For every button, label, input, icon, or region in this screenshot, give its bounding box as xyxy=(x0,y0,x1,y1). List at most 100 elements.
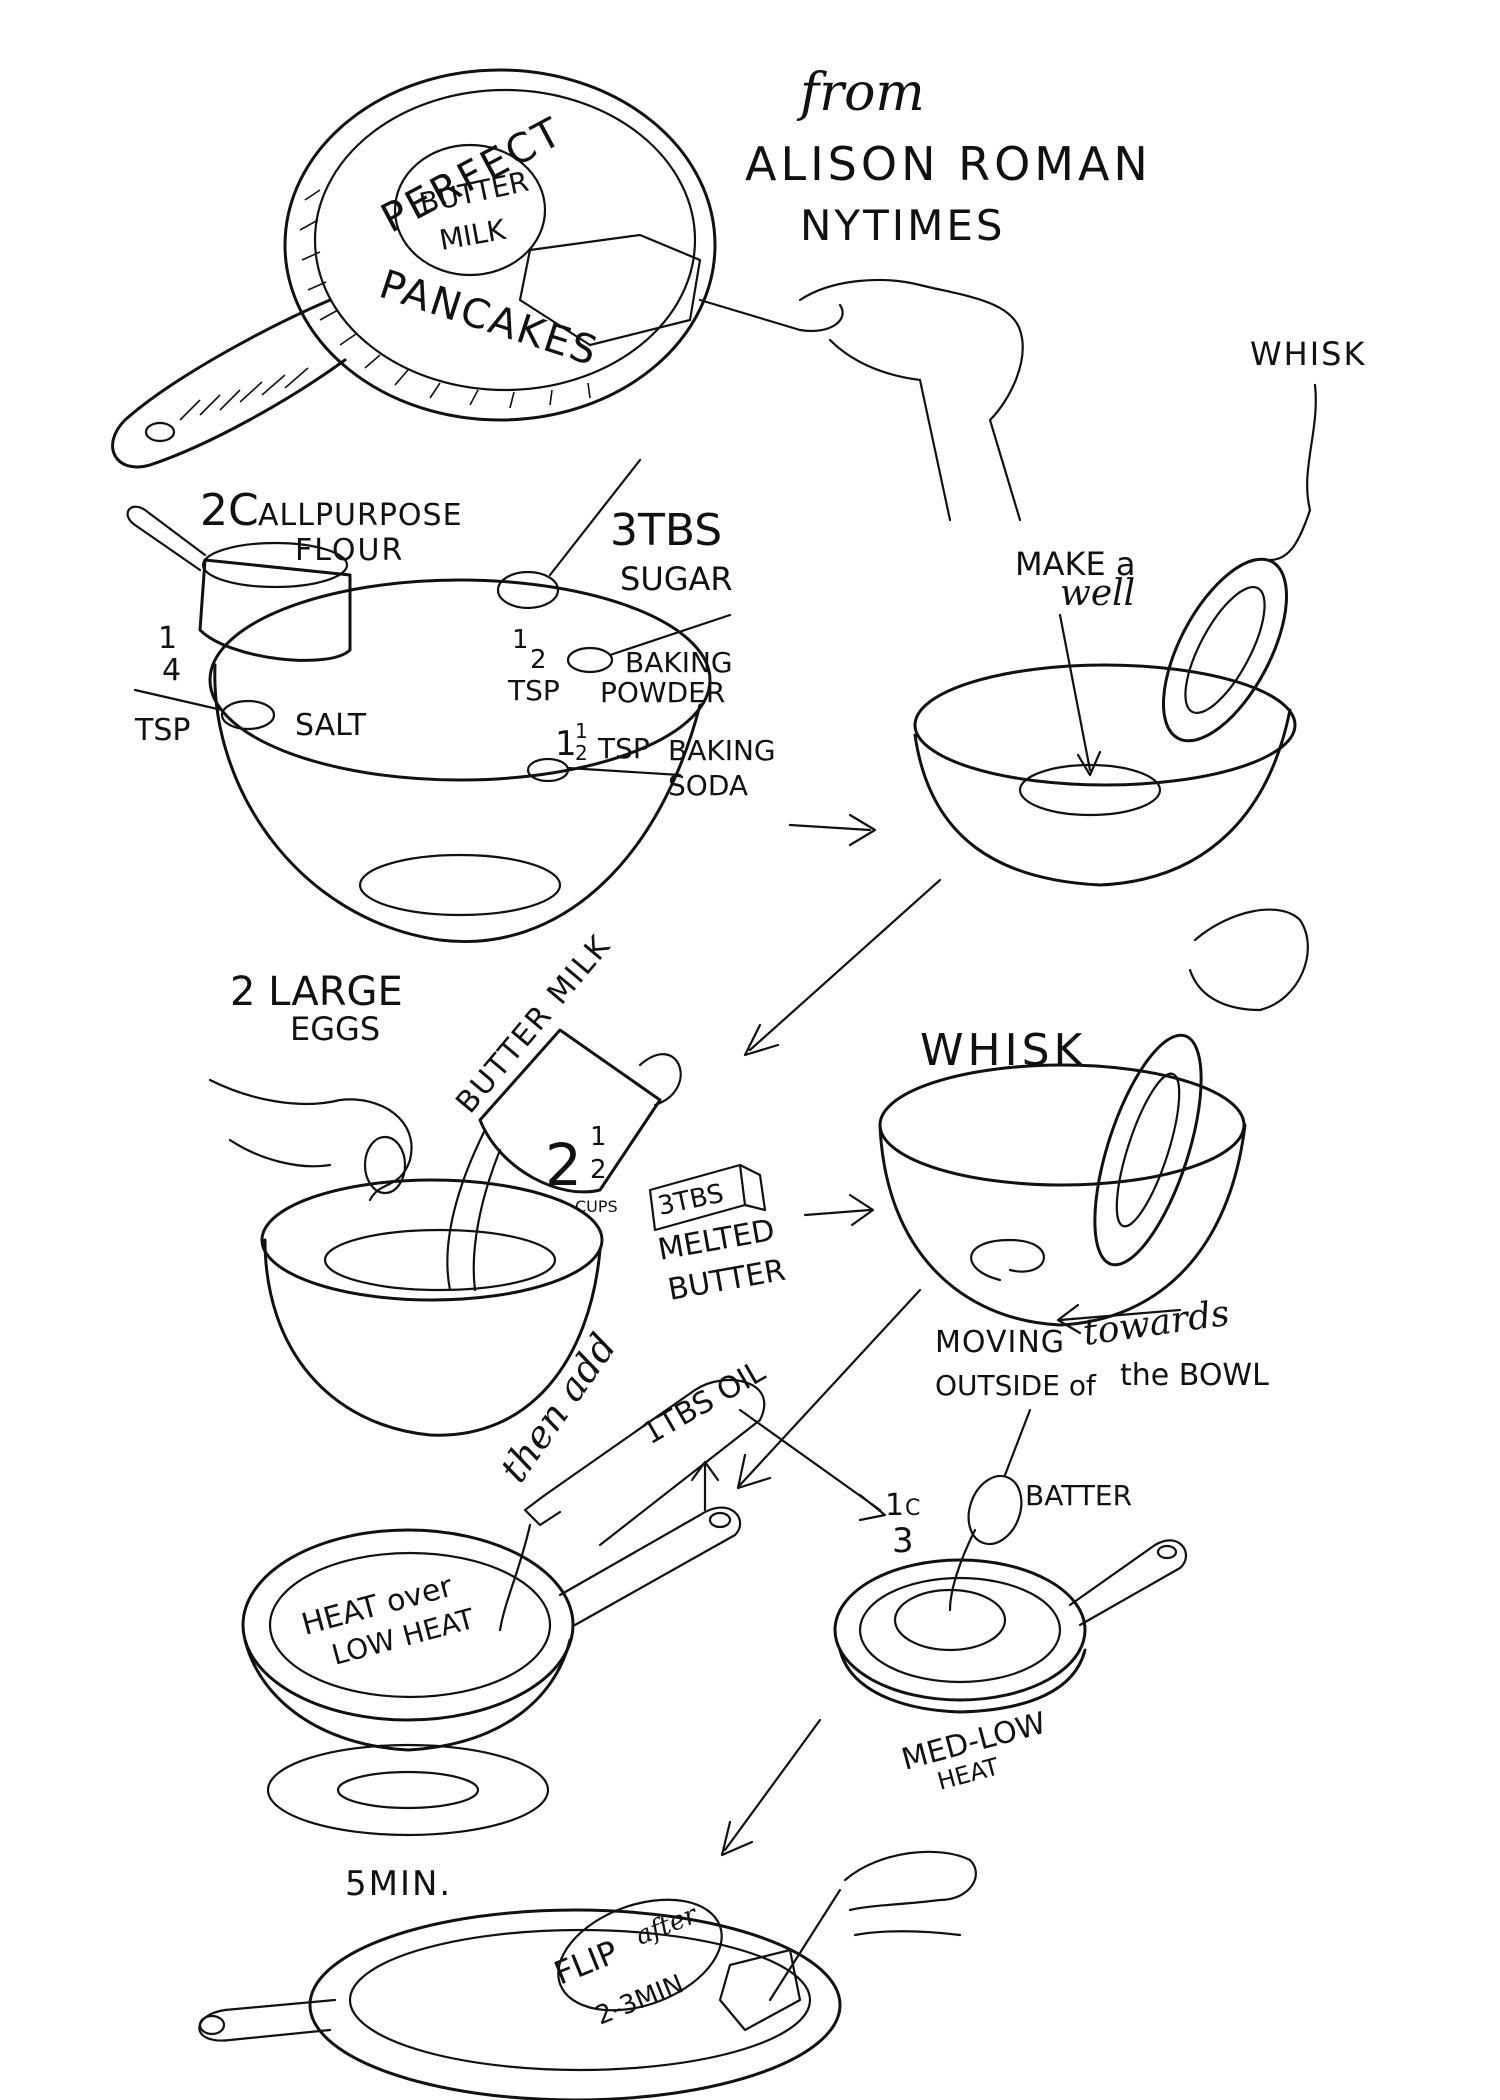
wet-bowl-liquid xyxy=(323,1228,557,1292)
header: from ALISON ROMAN NYTIMES xyxy=(745,63,1152,250)
swirl xyxy=(970,1238,1045,1282)
arrow-right-1 xyxy=(788,813,877,847)
step-whisk: WHISK MOVING towards OUTSIDE of the BOWL xyxy=(736,908,1309,1490)
well-bowl-rim xyxy=(913,663,1297,787)
hand-top xyxy=(798,278,1024,522)
bp-label-b: POWDER xyxy=(600,676,725,709)
dry-bowl-body xyxy=(213,663,702,943)
batter-pan-handle xyxy=(1068,1539,1187,1627)
burner-inner xyxy=(336,1770,480,1810)
bs-spoon-handle xyxy=(566,766,682,777)
spatula xyxy=(518,233,702,347)
from-word: from xyxy=(796,63,925,123)
butter-box xyxy=(648,1163,767,1232)
milk-stream xyxy=(446,1128,502,1292)
bs-label-a: BAKING xyxy=(668,734,776,767)
handle-hole xyxy=(144,421,176,443)
arrow-down-left-2 xyxy=(736,1288,922,1490)
author-name: ALISON ROMAN xyxy=(745,137,1152,191)
flip-word: FLIP xyxy=(549,1933,623,1993)
buttermilk-label: BUTTER MILK xyxy=(449,928,618,1120)
flip-pancake xyxy=(557,1898,723,2012)
egg xyxy=(363,1135,407,1195)
whisk-bowl-body xyxy=(878,1123,1247,1327)
bp-unit: TSP xyxy=(507,674,560,707)
flip-spatula-handle xyxy=(768,1888,842,2002)
well-word: well xyxy=(1060,573,1135,614)
oil-pan-inner xyxy=(268,1551,552,1699)
sugar-label: SUGAR xyxy=(620,560,733,598)
batter-ladle-handle xyxy=(1003,1408,1032,1477)
eggs-line-a: 2 LARGE xyxy=(230,969,403,1015)
batter-ladle xyxy=(967,1474,1023,1546)
cups-whole: 2 xyxy=(545,1131,582,1199)
step-flip: FLIP after 2-3MIN xyxy=(198,1850,977,2100)
salt-spoon-handle xyxy=(133,688,224,712)
bowl-word: the BOWL xyxy=(1120,1358,1269,1393)
sugar-spoon xyxy=(496,570,560,610)
skillet-handle xyxy=(111,298,347,469)
flour-qty: 2C xyxy=(200,485,259,536)
oil-bottle-cap xyxy=(523,1493,562,1527)
flour-label-a: ALLPURPOSE xyxy=(258,498,463,533)
flip-pan-hole xyxy=(198,2014,226,2036)
moving-word: MOVING xyxy=(935,1325,1065,1360)
well-bowl-body xyxy=(913,708,1292,887)
bp-qty-den: 2 xyxy=(530,645,547,675)
arrow-down-left-3 xyxy=(720,1718,822,1857)
sugar-spoon-handle xyxy=(548,458,642,577)
bp-qty-num: 1 xyxy=(512,625,529,655)
flip-pan-inner xyxy=(348,1928,812,2072)
flip-hand xyxy=(843,1850,977,1937)
arrow-down-left-1 xyxy=(743,878,942,1057)
oil-pan-hole xyxy=(708,1511,732,1529)
title-line3: PANCAKES xyxy=(374,262,604,376)
batter-qty-den: 3 xyxy=(892,1521,914,1561)
cups-den: 2 xyxy=(590,1155,607,1185)
arrow-well xyxy=(1058,613,1102,777)
bs-qty-den: 2 xyxy=(575,741,588,765)
flip-after: after xyxy=(631,1899,702,1951)
bs-unit: TSP xyxy=(597,732,650,765)
title-line2b: MILK xyxy=(437,213,509,257)
bp-label-a: BAKING xyxy=(625,646,733,679)
batter-pan-rim xyxy=(833,1558,1087,1702)
wet-bowl-rim xyxy=(260,1178,604,1302)
step-well: WHISK MAKE a well xyxy=(743,335,1366,1057)
step-oil: then add 1TBS OIL HEAT over LOW HEAT 5MI… xyxy=(241,1326,887,1904)
whisk-hand xyxy=(1188,908,1309,1012)
flour-label-b: FLOUR xyxy=(295,533,404,568)
bp-spoon-handle xyxy=(608,613,732,657)
batter-pool xyxy=(893,1588,1007,1652)
skillet-inner xyxy=(313,88,697,392)
spatula-handle xyxy=(698,298,844,333)
cups-unit: CUPS xyxy=(575,1197,618,1216)
arrow-swirl xyxy=(1056,1303,1182,1335)
then-add: then add xyxy=(491,1326,625,1491)
well-make: MAKE a xyxy=(1015,545,1135,583)
bs-spoon xyxy=(526,757,570,783)
batter-qty-num: 1 xyxy=(885,1488,904,1523)
whisk-head-inner xyxy=(1184,585,1266,715)
flour-cup-rim xyxy=(201,541,349,589)
towards-word: towards xyxy=(1081,1293,1232,1354)
oil-pan-rim xyxy=(241,1528,575,1722)
wet-ingredients: 2 LARGE EGGS BUTTER MILK 2 1 2 CUPS 3TBS… xyxy=(208,928,875,1437)
arrow-right-2 xyxy=(803,1193,875,1227)
whisk-label-top: WHISK xyxy=(1250,335,1366,373)
batter-stream xyxy=(948,1528,977,1612)
oil-label: 1TBS OIL xyxy=(637,1354,772,1452)
oil-bottle xyxy=(543,1378,766,1547)
eggs-line-b: EGGS xyxy=(290,1010,380,1048)
bp-spoon xyxy=(566,646,614,674)
oil-time: 5MIN. xyxy=(345,1864,452,1904)
cups-num: 1 xyxy=(590,1122,607,1152)
batter-label: BATTER xyxy=(1025,1479,1132,1512)
bs-qty-num: 1 xyxy=(575,719,588,743)
salt-unit: TSP xyxy=(134,713,190,748)
dry-ingredients: 2C ALLPURPOSE FLOUR 3TBS SUGAR 1 2 TSP B… xyxy=(126,458,877,943)
whisk-head xyxy=(1161,557,1289,743)
flip-pan-rim xyxy=(308,1908,842,2100)
whisk-bowl-rim xyxy=(878,1063,1246,1187)
